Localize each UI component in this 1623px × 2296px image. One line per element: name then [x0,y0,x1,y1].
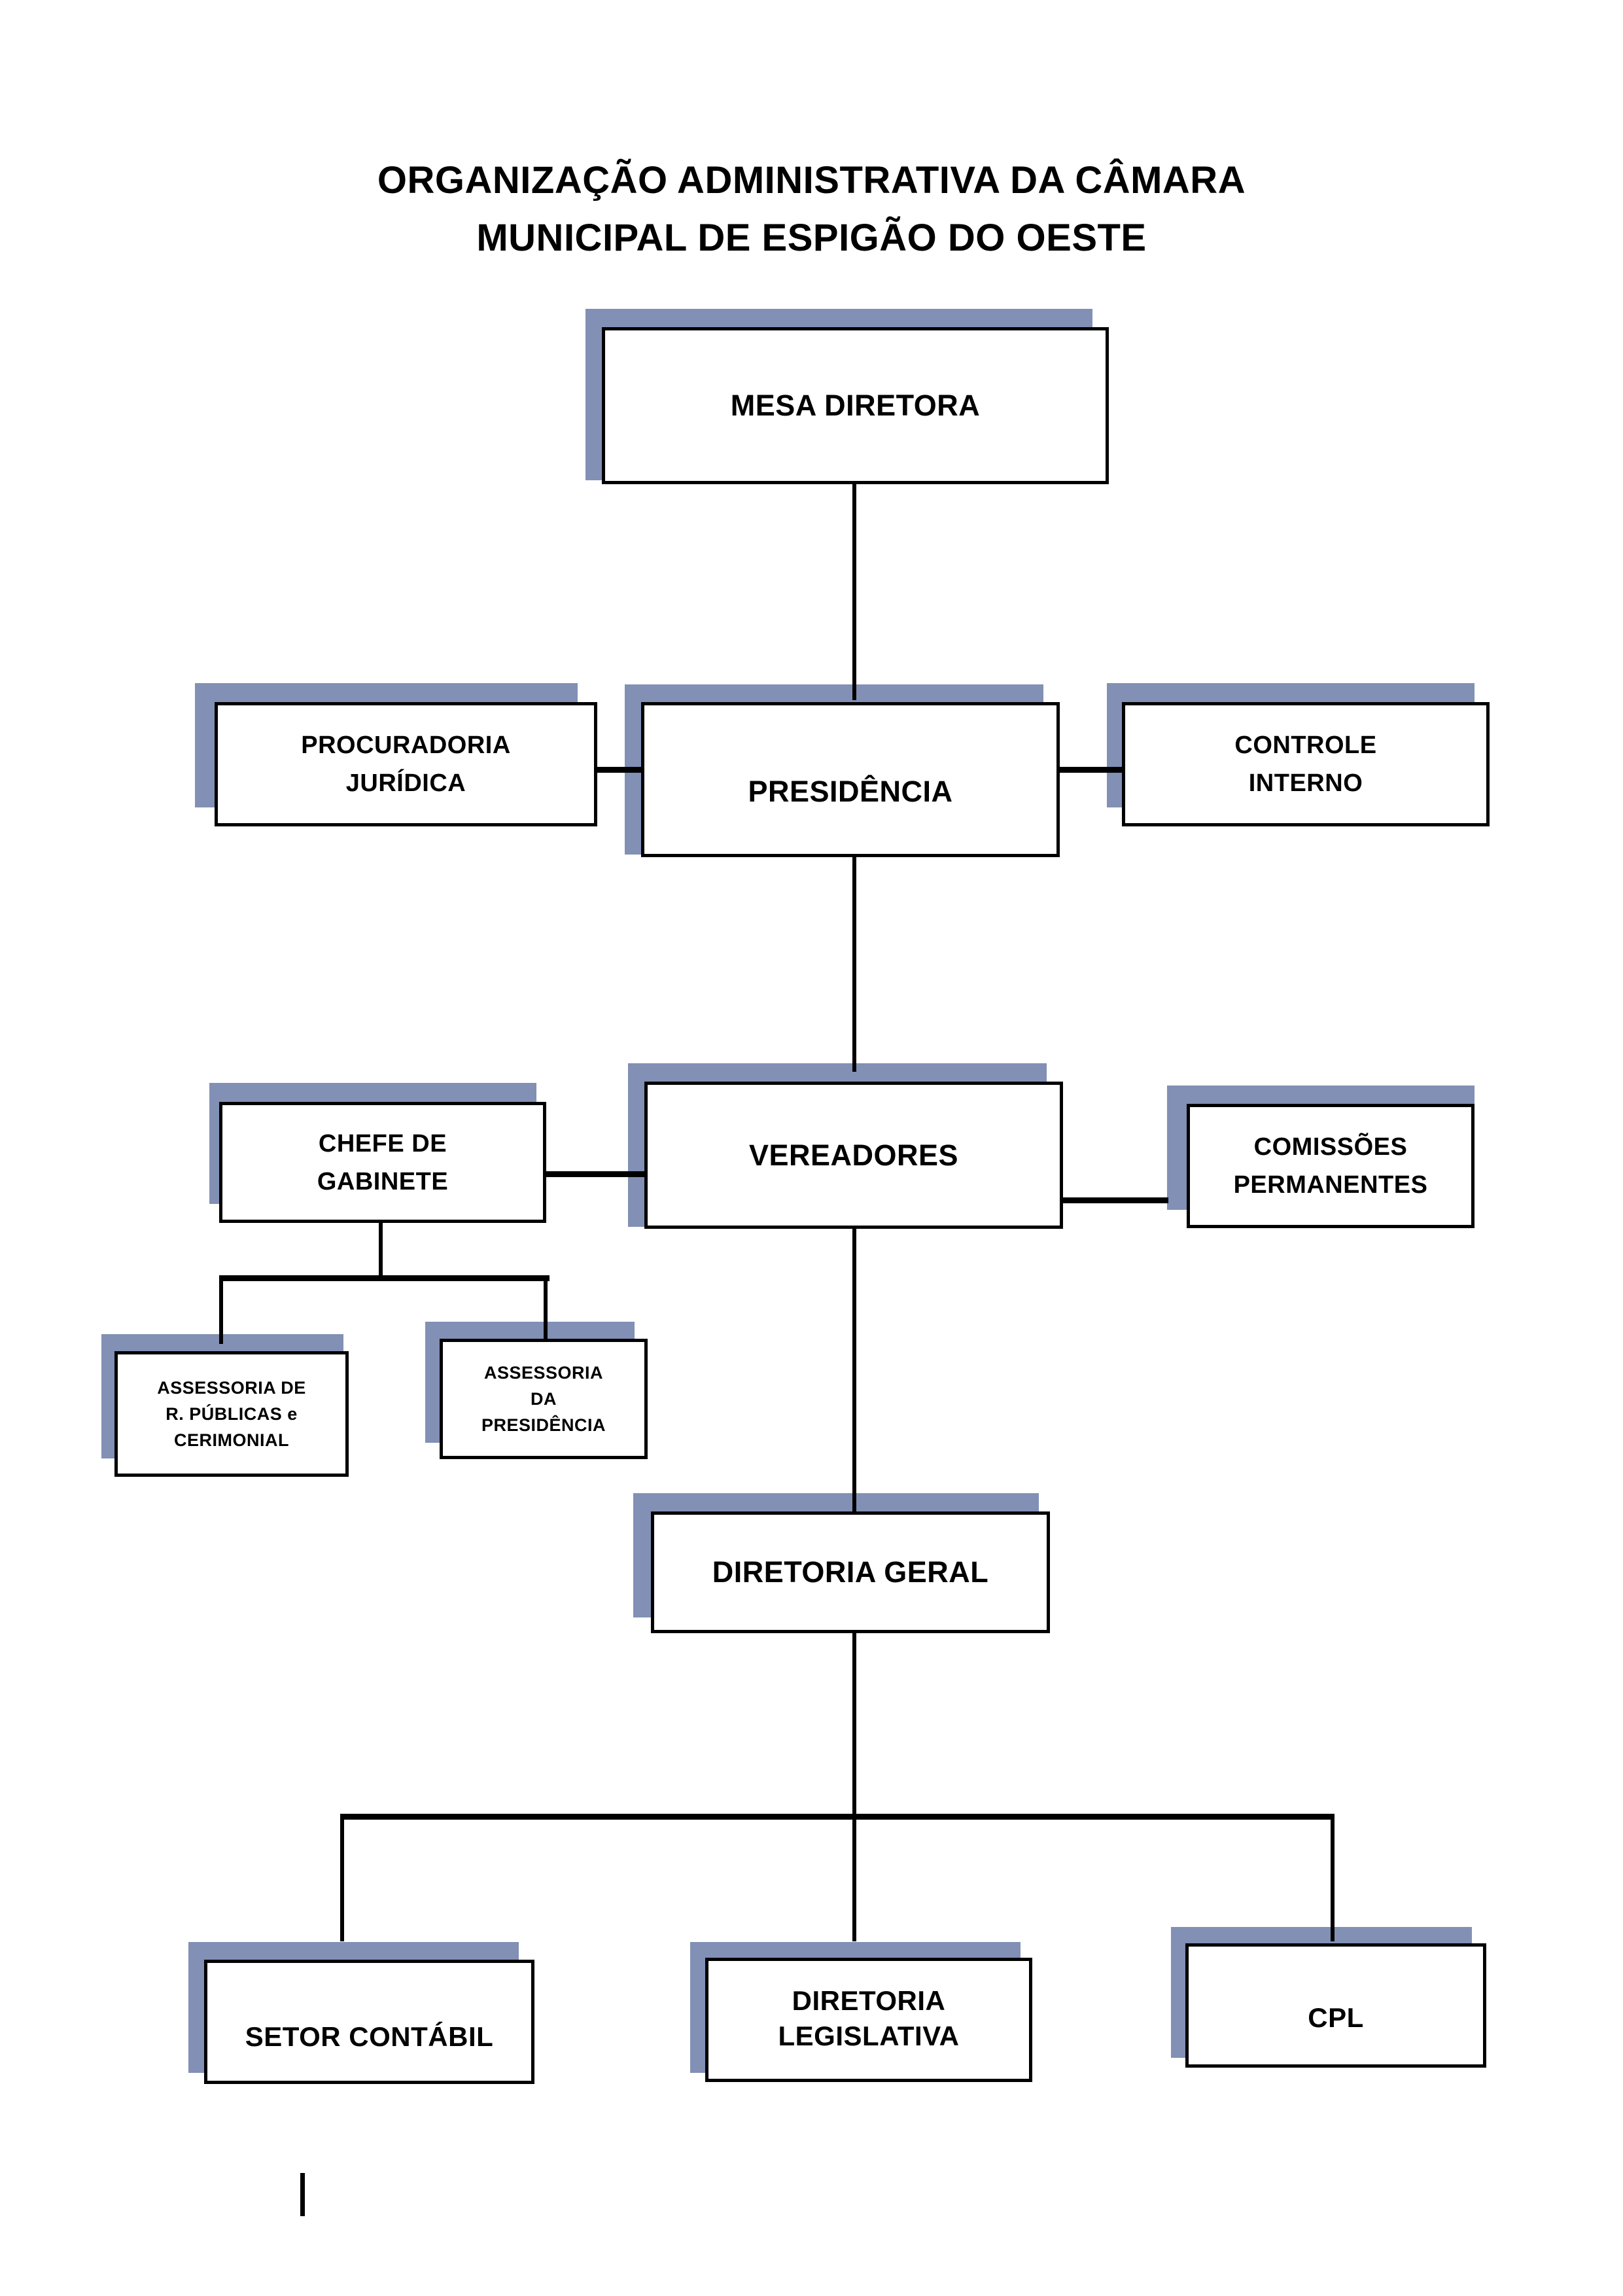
connector-chefe-gabinete-drop [379,1203,383,1278]
node-presidencia[interactable]: PRESIDÊNCIA [641,702,1060,857]
node-assessoria-presidencia[interactable]: ASSESSORIA DA PRESIDÊNCIA [440,1339,648,1459]
connector-bus-to-setor-contabil [340,1814,344,1941]
connector-diretoria-geral-drop [852,1630,856,1820]
node-diretoria-geral[interactable]: DIRETORIA GERAL [651,1511,1050,1633]
node-cpl-label: CPL [1308,2002,1364,2033]
page-title-line-1: ORGANIZAÇÃO ADMINISTRATIVA DA CÂMARA [377,159,1246,202]
connector-bus-to-assessoria-rp [219,1275,223,1344]
node-assessoria-relacoes-publicas-label: ASSESSORIA DE R. PÚBLICAS e CERIMONIAL [157,1378,306,1450]
node-chefe-de-gabinete[interactable]: CHEFE DE GABINETE [219,1102,546,1223]
node-assessoria-presidencia-label: ASSESSORIA DA PRESIDÊNCIA [481,1363,606,1435]
connector-presidencia-to-controle [1052,767,1124,773]
connector-bus-to-assessoria-presidencia [544,1275,548,1344]
node-diretoria-legislativa[interactable]: DIRETORIA LEGISLATIVA [705,1958,1032,2082]
node-comissoes-permanentes-label: COMISSÕES PERMANENTES [1233,1133,1428,1199]
connector-presidencia-to-vereadores [852,856,856,1072]
node-assessoria-relacoes-publicas[interactable]: ASSESSORIA DE R. PÚBLICAS e CERIMONIAL [114,1351,349,1477]
node-cpl[interactable]: CPL [1185,1943,1486,2068]
connector-bus-to-cpl [1331,1814,1335,1941]
connector-vereadores-to-diretoria-geral [852,1214,856,1515]
connector-bus-to-diretoria-legislativa [852,1814,856,1941]
node-procuradoria-juridica[interactable]: PROCURADORIA JURÍDICA [215,702,597,826]
connector-vereadores-to-comissoes [1060,1197,1168,1203]
node-setor-contabil-label: SETOR CONTÁBIL [245,2021,494,2052]
node-controle-interno-label: CONTROLE INTERNO [1234,732,1377,797]
node-vereadores-label: VEREADORES [748,1138,959,1172]
node-presidencia-label: PRESIDÊNCIA [748,775,953,808]
page-title: ORGANIZAÇÃO ADMINISTRATIVA DA CÂMARA MUN… [0,152,1623,267]
node-mesa-diretora-label: MESA DIRETORA [730,389,981,422]
node-comissoes-permanentes[interactable]: COMISSÕES PERMANENTES [1187,1104,1475,1228]
node-setor-contabil[interactable]: SETOR CONTÁBIL [204,1960,534,2084]
node-chefe-de-gabinete-label: CHEFE DE GABINETE [317,1129,449,1195]
connector-assessorias-bus [219,1275,550,1281]
bottom-tick-mark [300,2173,305,2216]
connector-presidencia-to-procuradoria [564,767,642,773]
node-vereadores[interactable]: VEREADORES [644,1082,1063,1229]
connector-mesa-to-presidencia [852,484,856,700]
node-procuradoria-juridica-label: PROCURADORIA JURÍDICA [301,732,511,797]
node-diretoria-geral-label: DIRETORIA GERAL [712,1555,989,1589]
node-mesa-diretora[interactable]: MESA DIRETORA [602,327,1109,484]
page-title-line-2: MUNICIPAL DE ESPIGÃO DO OESTE [476,217,1147,259]
node-diretoria-legislativa-label: DIRETORIA LEGISLATIVA [778,1985,960,2051]
connector-bottom-bus [340,1814,1335,1820]
node-controle-interno[interactable]: CONTROLE INTERNO [1122,702,1490,826]
connector-vereadores-to-chefe-gabinete [531,1171,646,1177]
